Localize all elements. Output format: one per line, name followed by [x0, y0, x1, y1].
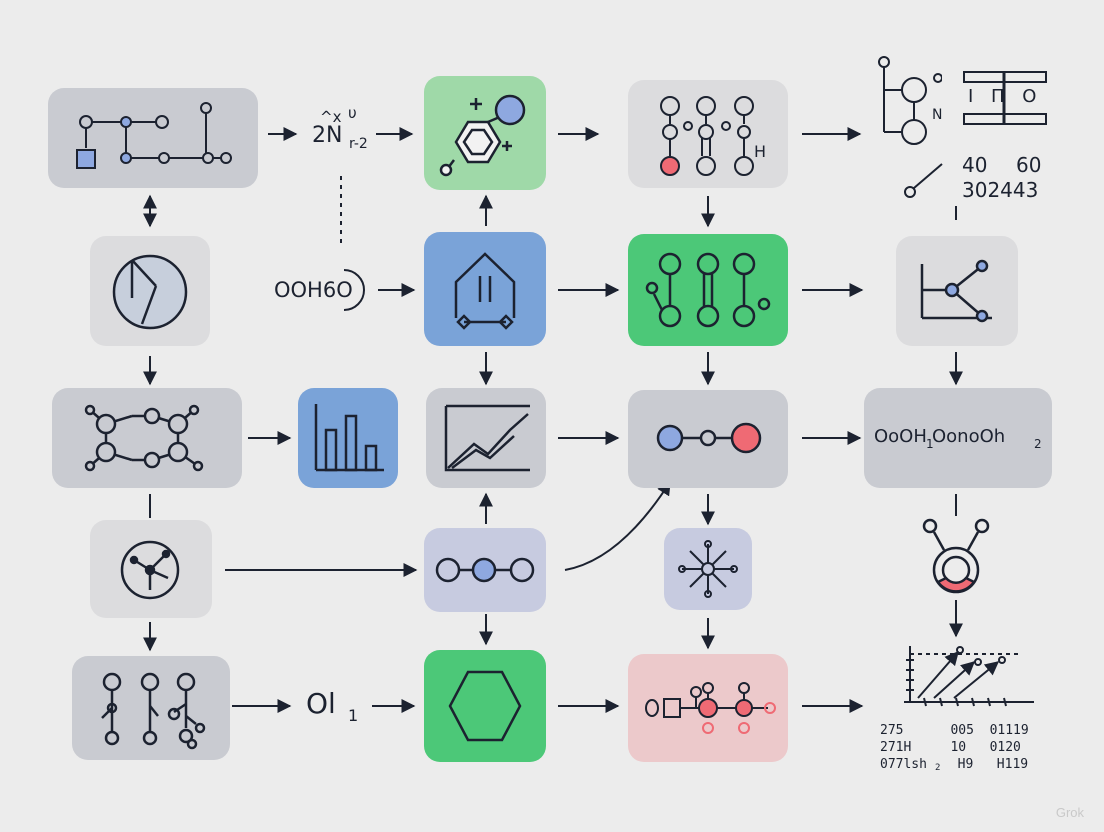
arc-icon — [332, 266, 372, 314]
ring-icon — [914, 516, 998, 596]
pie-icon-box — [90, 236, 210, 346]
molecule-green-main-box — [628, 234, 788, 346]
arrow-curved — [564, 480, 671, 571]
house-blue-box — [424, 232, 546, 346]
formula-sup-x: ^x — [320, 108, 342, 126]
number-b: 60 — [1016, 153, 1042, 177]
hexagon-green-box — [424, 650, 546, 762]
number-c: 302443 — [962, 178, 1039, 202]
molecule-pink-box — [628, 654, 788, 762]
watermark: Grok — [1055, 805, 1084, 820]
formula-sup-u: υ — [348, 104, 357, 122]
star-icon-box — [664, 528, 752, 610]
trend-chart-icon — [900, 640, 1036, 710]
mid-left-label: OOH6O — [274, 278, 353, 302]
number-a: 40 — [962, 153, 988, 177]
bars-icon — [962, 70, 1048, 130]
formula-box-label-1: OoOH — [874, 426, 927, 447]
table-row-2: 271H 10 0120 — [880, 740, 1021, 755]
bottom-left-label: Ol — [306, 687, 336, 720]
tree-box — [72, 656, 230, 760]
chain-lavender-box — [424, 528, 546, 612]
hub-icon-box — [90, 520, 212, 618]
formula-box-sub-2: 2 — [1034, 437, 1042, 451]
graph-icon-box — [896, 236, 1018, 346]
molecule-chain-box — [628, 80, 788, 188]
bottom-left-subscript: 1 — [348, 706, 359, 725]
h-label: H — [754, 142, 767, 161]
bar-chart-box — [298, 388, 398, 488]
table-row-1: 275 005 01119 — [880, 723, 1029, 738]
node-circuit-box — [48, 88, 258, 188]
formula-label: 2N — [312, 123, 343, 148]
n-label: N — [932, 107, 943, 123]
table-row-3-rest: H9 H119 — [942, 757, 1029, 772]
line-chart-box — [426, 388, 546, 488]
formula-subscript: r-2 — [349, 136, 368, 152]
molecule-pair-box — [628, 390, 788, 488]
network-icon — [872, 50, 943, 146]
formula-box — [864, 388, 1052, 488]
molecule-ring-box — [52, 388, 242, 488]
table-row-3-sub: 2 — [935, 763, 941, 773]
io-label: I Π O — [968, 86, 1043, 107]
formula-box-sub-1: 1 — [926, 437, 934, 451]
slash-icon — [902, 160, 948, 200]
table-row-3: 077lsh — [880, 757, 927, 772]
molecule-green-box — [424, 76, 546, 190]
formula-box-label-2: OonoOh — [932, 426, 1006, 447]
